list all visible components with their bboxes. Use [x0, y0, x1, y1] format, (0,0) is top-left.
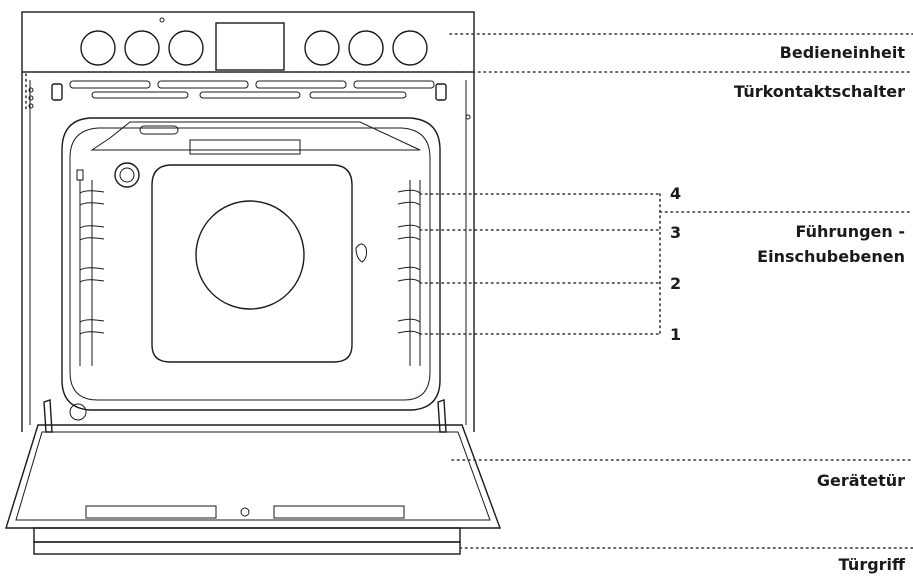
leader-lines — [21, 33, 913, 549]
oven-cavity — [61, 117, 441, 411]
label-door: Gerätetür — [817, 471, 905, 490]
knob-left-2 — [124, 30, 160, 66]
control-panel — [21, 11, 475, 73]
knob-left-3 — [168, 30, 204, 66]
label-handle: Türgriff — [839, 555, 907, 574]
door-switch-right — [435, 83, 447, 101]
knob-right-2 — [348, 30, 384, 66]
oven-body — [21, 72, 475, 432]
door-screw — [240, 507, 250, 517]
door-handle — [33, 527, 461, 555]
knob-right-1 — [304, 30, 340, 66]
fan-cover — [195, 200, 305, 310]
shelf-guide-right — [397, 180, 421, 366]
label-door-switch: Türkontaktschalter — [734, 82, 905, 101]
display-window — [215, 22, 285, 71]
label-guides-line1: Führungen - — [796, 222, 906, 241]
level-4: 4 — [670, 184, 681, 203]
oven-door — [5, 424, 502, 529]
shelf-guide-left — [76, 169, 105, 366]
door-switch-left — [51, 83, 63, 101]
label-guides-line2: Einschubebenen — [757, 247, 905, 266]
back-panel — [151, 164, 353, 363]
hinge-right — [437, 399, 447, 433]
knob-right-3 — [392, 30, 428, 66]
knob-left-1 — [80, 30, 116, 66]
level-1: 1 — [670, 325, 681, 344]
lamp-icon — [114, 162, 140, 188]
label-control-panel: Bedieneinheit — [780, 43, 906, 62]
level-3: 3 — [670, 223, 681, 242]
level-2: 2 — [670, 274, 681, 293]
hinge-left — [43, 399, 53, 433]
